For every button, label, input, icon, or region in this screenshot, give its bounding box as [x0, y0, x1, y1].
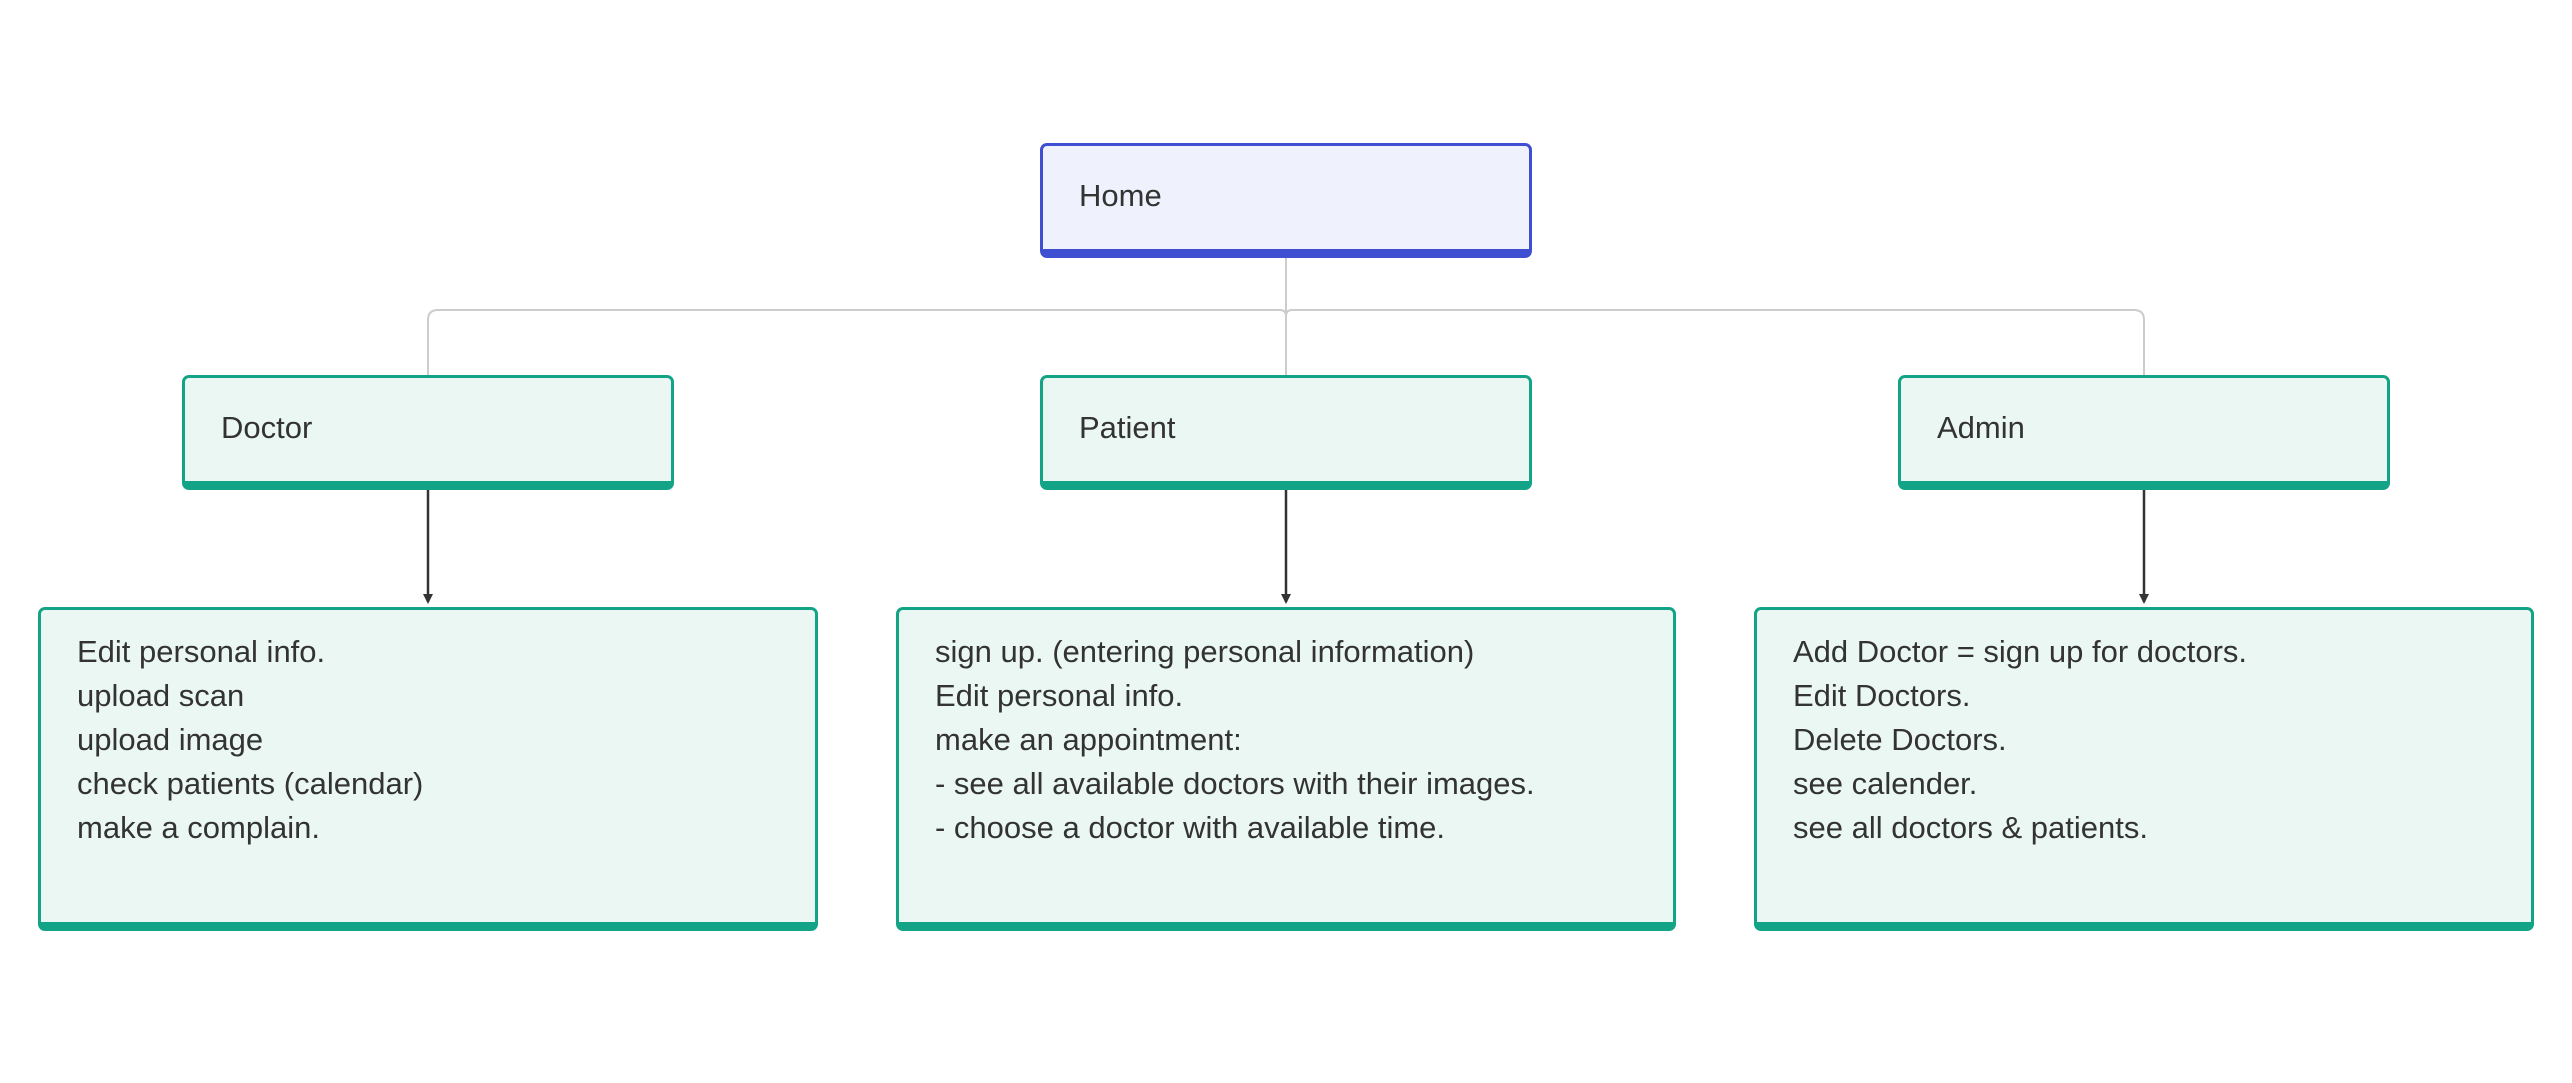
- admin-node-label: Admin: [1937, 410, 2025, 445]
- doctor-node-label: Doctor: [221, 410, 313, 445]
- patient-detail-line: make an appointment:: [935, 722, 1242, 757]
- admin-detail-line: Add Doctor = sign up for doctors.: [1793, 634, 2248, 669]
- tree-connector: [427, 256, 2145, 376]
- doctor-detail-line: Edit personal info.: [77, 634, 326, 669]
- admin-detail-line: see calender.: [1793, 766, 1978, 801]
- patient-node-label: Patient: [1079, 410, 1176, 445]
- doctor-detail-line: upload scan: [77, 678, 245, 713]
- admin-detail-line: Delete Doctors.: [1793, 722, 2007, 757]
- home-node[interactable]: Home: [1040, 143, 1532, 258]
- doctor-node[interactable]: Doctor: [182, 375, 674, 490]
- patient-detail-line: Edit personal info.: [935, 678, 1184, 713]
- admin-details-node[interactable]: Add Doctor = sign up for doctors. Edit D…: [1754, 607, 2534, 931]
- patient-detail-line: sign up. (entering personal information): [935, 634, 1475, 669]
- home-node-label: Home: [1079, 178, 1162, 213]
- doctor-detail-line: make a complain.: [77, 810, 320, 845]
- admin-node[interactable]: Admin: [1898, 375, 2390, 490]
- admin-detail-line: see all doctors & patients.: [1793, 810, 2148, 845]
- patient-details-node[interactable]: sign up. (entering personal information)…: [896, 607, 1676, 931]
- arrows: [423, 490, 2149, 604]
- patient-detail-line: - choose a doctor with available time.: [935, 810, 1446, 845]
- doctor-detail-line: check patients (calendar): [77, 766, 424, 801]
- patient-detail-line: - see all available doctors with their i…: [935, 766, 1535, 801]
- patient-node[interactable]: Patient: [1040, 375, 1532, 490]
- doctor-detail-line: upload image: [77, 722, 264, 757]
- admin-detail-line: Edit Doctors.: [1793, 678, 1971, 713]
- doctor-details-node[interactable]: Edit personal info. upload scan upload i…: [38, 607, 818, 931]
